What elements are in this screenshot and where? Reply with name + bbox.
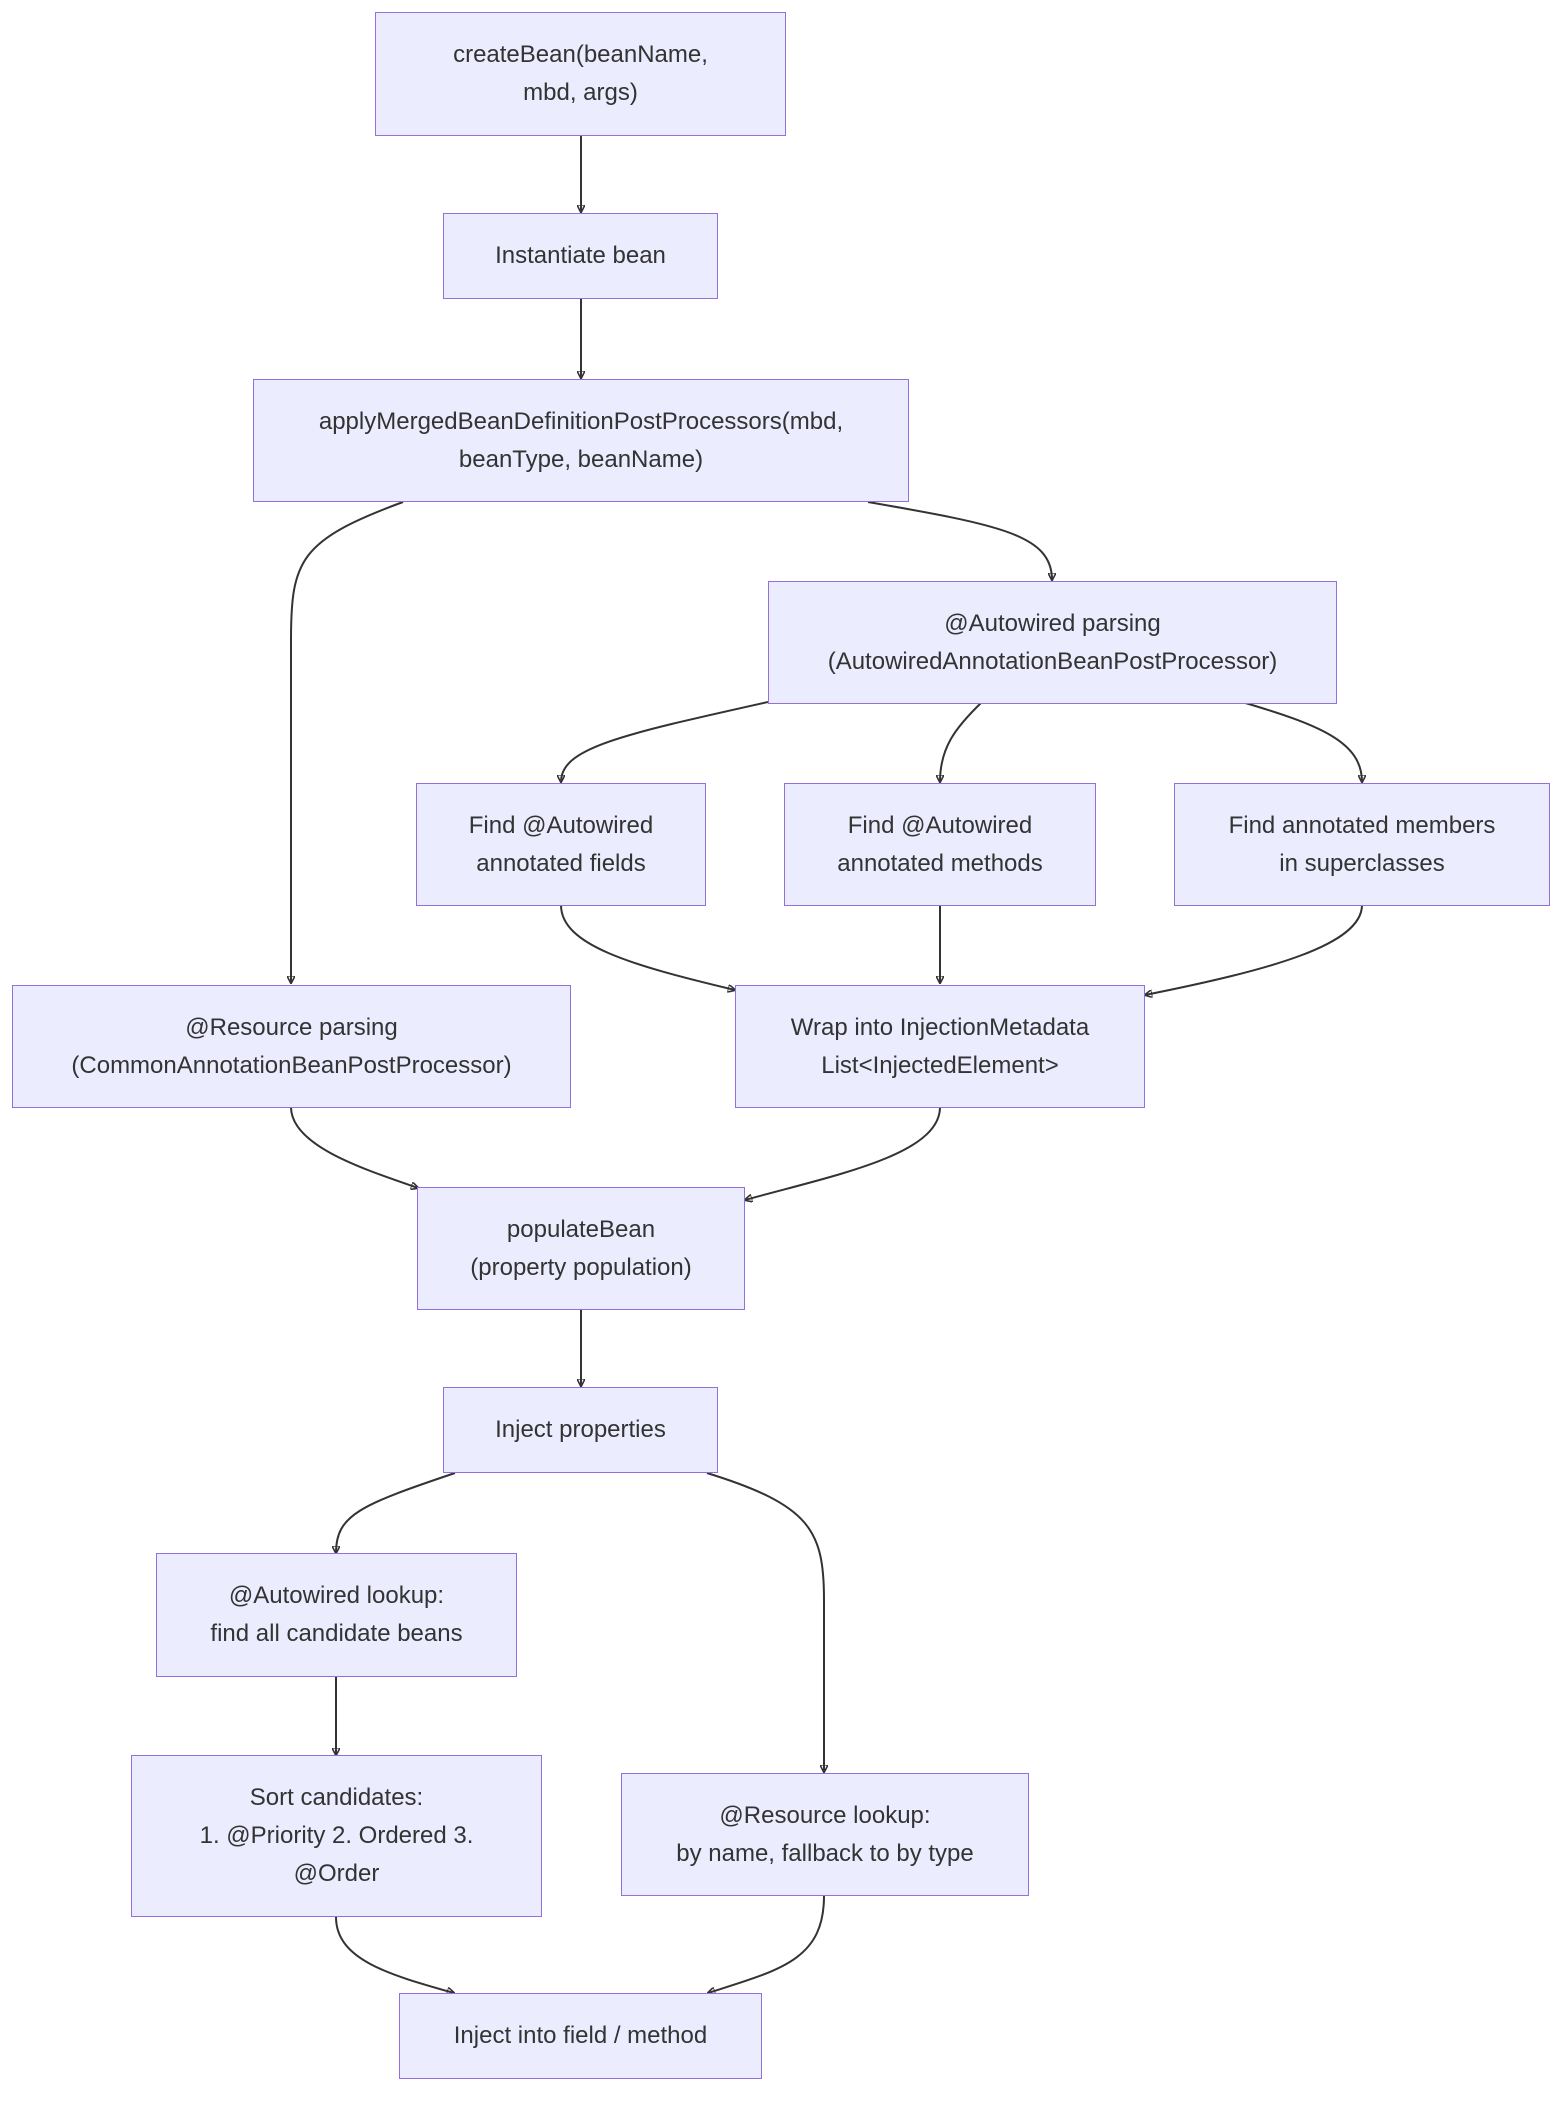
node-populate-bean-label: populateBean (property population) <box>470 1215 692 1281</box>
node-create-bean-label: createBean(beanName, mbd, args) <box>453 41 708 106</box>
node-autowired-lookup: @Autowired lookup: find all candidate be… <box>156 1553 517 1677</box>
edge-autowired-to-find-superclasses <box>1241 701 1362 782</box>
node-find-autowired-methods: Find @Autowired annotated methods <box>784 783 1096 906</box>
node-instantiate-bean-label: Instantiate bean <box>495 242 666 269</box>
node-find-autowired-methods-label: Find @Autowired annotated methods <box>837 811 1043 877</box>
node-sort-candidates-label: Sort candidates: 1. @Priority 2. Ordered… <box>199 1784 474 1887</box>
node-resource-parsing: @Resource parsing (CommonAnnotationBeanP… <box>12 985 571 1108</box>
node-autowired-parsing-label: @Autowired parsing (AutowiredAnnotationB… <box>827 609 1278 675</box>
edge-resource-parsing-to-populate <box>290 1106 418 1188</box>
node-find-superclass-members: Find annotated members in superclasses <box>1174 783 1550 906</box>
node-sort-candidates: Sort candidates: 1. @Priority 2. Ordered… <box>131 1755 542 1917</box>
node-create-bean: createBean(beanName, mbd, args) <box>375 12 786 136</box>
node-apply-merged-postprocessors: applyMergedBeanDefinitionPostProcessors(… <box>253 379 909 502</box>
edge-inject-to-resource-lookup <box>706 1472 824 1772</box>
edge-apply-to-resource-parsing <box>291 501 404 983</box>
edge-sort-to-inject-into <box>335 1916 454 1993</box>
edge-find-fields-to-wrap <box>560 904 735 990</box>
edge-inject-to-autowired-lookup <box>336 1472 456 1553</box>
edge-resource-lookup-to-inject-into <box>708 1895 825 1993</box>
node-apply-merged-postprocessors-label: applyMergedBeanDefinitionPostProcessors(… <box>318 407 844 473</box>
node-inject-properties-label: Inject properties <box>495 1416 666 1443</box>
node-inject-into-field-method-label: Inject into field / method <box>453 2022 708 2049</box>
edge-autowired-to-find-fields <box>561 701 769 782</box>
node-wrap-injection-metadata: Wrap into InjectionMetadata List<Injecte… <box>735 985 1145 1108</box>
node-resource-lookup-label: @Resource lookup: by name, fallback to b… <box>676 1801 974 1867</box>
edge-autowired-to-find-methods <box>940 701 983 782</box>
node-wrap-injection-metadata-label: Wrap into InjectionMetadata List<Injecte… <box>790 1013 1090 1079</box>
node-populate-bean: populateBean (property population) <box>417 1187 745 1310</box>
node-instantiate-bean: Instantiate bean <box>443 213 718 299</box>
edge-find-superclasses-to-wrap <box>1145 904 1363 995</box>
node-inject-into-field-method: Inject into field / method <box>399 1993 762 2079</box>
edge-apply-to-autowired-parsing <box>867 501 1052 580</box>
edge-wrap-to-populate <box>745 1106 941 1200</box>
node-find-autowired-fields: Find @Autowired annotated fields <box>416 783 706 906</box>
node-autowired-lookup-label: @Autowired lookup: find all candidate be… <box>210 1582 463 1647</box>
node-resource-lookup: @Resource lookup: by name, fallback to b… <box>621 1773 1029 1896</box>
node-find-autowired-fields-label: Find @Autowired annotated fields <box>468 811 654 877</box>
node-find-superclass-members-label: Find annotated members in superclasses <box>1228 811 1496 877</box>
node-inject-properties: Inject properties <box>443 1387 718 1473</box>
node-autowired-parsing: @Autowired parsing (AutowiredAnnotationB… <box>768 581 1337 704</box>
node-resource-parsing-label: @Resource parsing (CommonAnnotationBeanP… <box>71 1013 512 1079</box>
